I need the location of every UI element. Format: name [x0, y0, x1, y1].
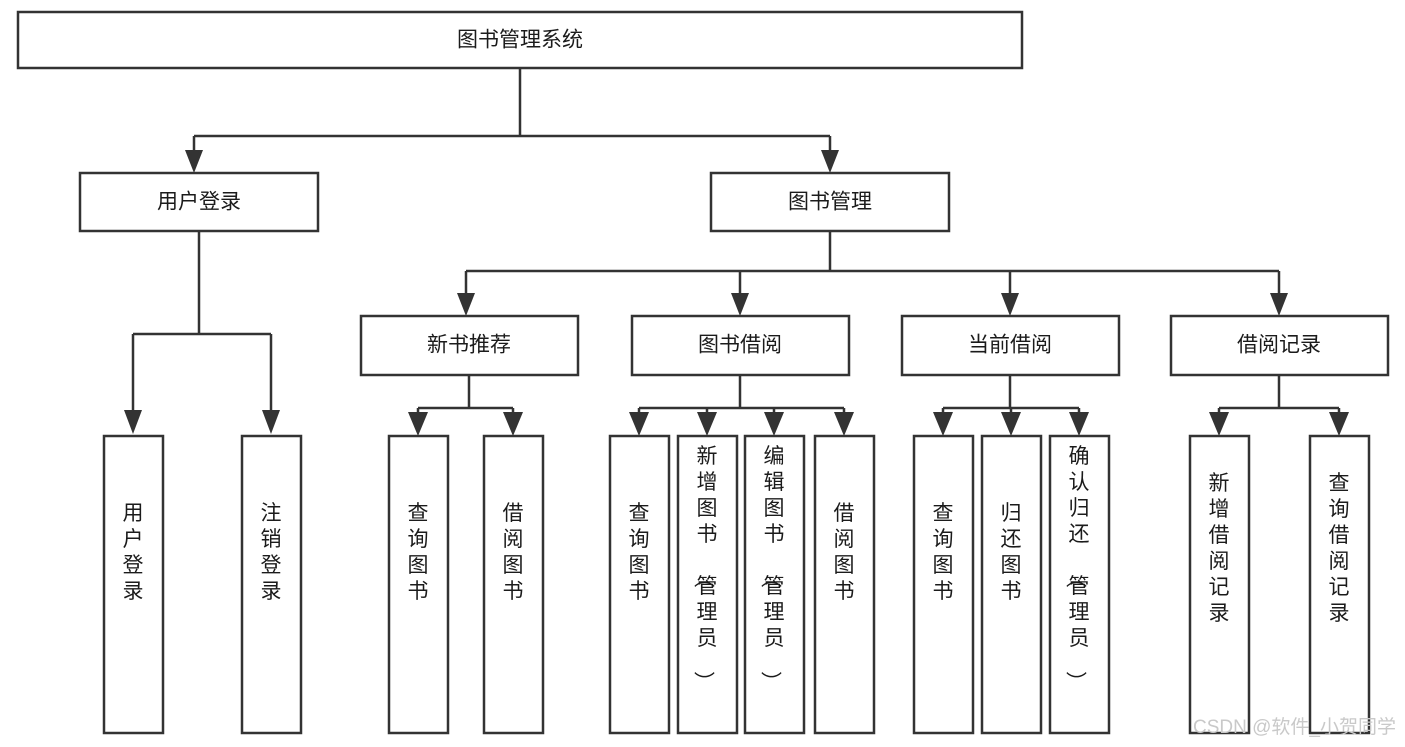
- node-leaf-add-book-admin-box[interactable]: [676, 434, 739, 735]
- node-new-book-recommend[interactable]: 新书推荐: [359, 314, 580, 377]
- node-book-management[interactable]: 图书管理: [709, 171, 951, 233]
- node-user-login-box[interactable]: [78, 171, 320, 233]
- node-leaf-user-login-label: 用户登录: [123, 502, 144, 603]
- node-leaf-edit-book-admin-box[interactable]: [743, 434, 806, 735]
- connector-group-book-borrow: [629, 375, 854, 436]
- node-new-book-recommend-box[interactable]: [359, 314, 580, 377]
- node-leaf-logout-login-box[interactable]: [240, 434, 303, 735]
- connector-group-borrow-record: [1209, 375, 1349, 436]
- node-leaf-borrow-book-2-label: 借阅图书: [834, 502, 855, 603]
- arrow-head-leaf-add-borrow-record: [1209, 412, 1229, 436]
- arrow-head-leaf-confirm-return-admin: [1069, 412, 1089, 436]
- node-book-borrow-box[interactable]: [630, 314, 851, 377]
- node-leaf-query-book-3-label: 查询图书: [933, 502, 954, 603]
- node-leaf-add-book-admin[interactable]: 新增图书（管理员）: [676, 434, 739, 735]
- node-user-login-label: 用户登录: [157, 191, 241, 214]
- connector-group-user-login: [124, 231, 280, 434]
- node-leaf-query-book-3[interactable]: 查询图书: [912, 434, 975, 735]
- node-leaf-query-book-1-label: 查询图书: [408, 502, 429, 603]
- arrow-head-leaf-query-book-1: [408, 412, 428, 436]
- arrow-head-leaf-query-book-3: [933, 412, 953, 436]
- arrow-head-user-login: [185, 150, 203, 173]
- connector-group-book-management: [457, 231, 1288, 316]
- node-book-borrow[interactable]: 图书借阅: [630, 314, 851, 377]
- node-leaf-logout-login[interactable]: 注销登录: [240, 434, 303, 735]
- node-root-box[interactable]: [16, 10, 1024, 70]
- node-leaf-user-login-box[interactable]: [102, 434, 165, 735]
- watermark-text: CSDN @软件_小贺同学: [1193, 716, 1396, 738]
- arrow-head-leaf-edit-book-admin: [764, 412, 784, 436]
- arrow-head-leaf-user-login: [124, 410, 142, 434]
- node-current-borrow[interactable]: 当前借阅: [900, 314, 1121, 377]
- node-leaf-add-borrow-record-box[interactable]: [1188, 434, 1251, 735]
- arrow-head-current-borrow: [1001, 293, 1019, 316]
- node-current-borrow-label: 当前借阅: [968, 334, 1052, 357]
- node-leaf-borrow-book-2-box[interactable]: [813, 434, 876, 735]
- arrow-head-leaf-query-book-2: [629, 412, 649, 436]
- node-book-management-box[interactable]: [709, 171, 951, 233]
- connector-group-root: [185, 68, 839, 173]
- node-current-borrow-box[interactable]: [900, 314, 1121, 377]
- node-leaf-add-book-admin-label: 新增图书（管理员）: [692, 445, 718, 692]
- node-leaf-confirm-return-admin-box[interactable]: [1048, 434, 1111, 735]
- node-user-login[interactable]: 用户登录: [78, 171, 320, 233]
- node-leaf-query-borrow-record[interactable]: 查询借阅记录: [1308, 434, 1371, 735]
- node-leaf-return-book-label: 归还图书: [1001, 502, 1022, 603]
- node-leaf-add-borrow-record-label: 新增借阅记录: [1209, 472, 1230, 625]
- arrow-head-new-book-recommend: [457, 293, 475, 316]
- node-leaf-query-book-2-box[interactable]: [608, 434, 671, 735]
- node-leaf-query-book-1[interactable]: 查询图书: [387, 434, 450, 735]
- node-leaf-borrow-book-1-label: 借阅图书: [503, 502, 524, 603]
- node-leaf-query-borrow-record-label: 查询借阅记录: [1329, 472, 1350, 625]
- node-leaf-query-book-2-label: 查询图书: [629, 502, 650, 603]
- node-root-label: 图书管理系统: [457, 29, 583, 52]
- node-borrow-record-box[interactable]: [1169, 314, 1390, 377]
- node-leaf-query-book-3-box[interactable]: [912, 434, 975, 735]
- node-leaf-query-book-1-box[interactable]: [387, 434, 450, 735]
- node-leaf-confirm-return-admin[interactable]: 确认归还（管理员）: [1048, 434, 1111, 735]
- arrow-head-borrow-record: [1270, 293, 1288, 316]
- arrow-head-leaf-logout-login: [262, 410, 280, 434]
- connector-group-new-book-recommend: [408, 375, 523, 436]
- node-leaf-edit-book-admin[interactable]: 编辑图书（管理员）: [743, 434, 806, 735]
- node-leaf-logout-login-label: 注销登录: [261, 502, 282, 603]
- node-leaf-user-login[interactable]: 用户登录: [102, 434, 165, 735]
- node-book-management-label: 图书管理: [788, 191, 872, 214]
- arrow-head-leaf-return-book: [1001, 412, 1021, 436]
- node-leaf-borrow-book-2[interactable]: 借阅图书: [813, 434, 876, 735]
- arrow-head-leaf-add-book-admin: [697, 412, 717, 436]
- node-leaf-confirm-return-admin-label: 确认归还（管理员）: [1064, 445, 1090, 692]
- node-leaf-query-borrow-record-box[interactable]: [1308, 434, 1371, 735]
- arrow-head-leaf-borrow-book-1: [503, 412, 523, 436]
- node-leaf-borrow-book-1-box[interactable]: [482, 434, 545, 735]
- arrow-head-book-management: [821, 150, 839, 173]
- node-leaf-borrow-book-1[interactable]: 借阅图书: [482, 434, 545, 735]
- node-root[interactable]: 图书管理系统: [16, 10, 1024, 70]
- arrow-head-book-borrow: [731, 293, 749, 316]
- node-leaf-add-borrow-record[interactable]: 新增借阅记录: [1188, 434, 1251, 735]
- node-borrow-record[interactable]: 借阅记录: [1169, 314, 1390, 377]
- arrow-head-leaf-borrow-book-2: [834, 412, 854, 436]
- node-leaf-query-book-2[interactable]: 查询图书: [608, 434, 671, 735]
- arrow-head-leaf-query-borrow-record: [1329, 412, 1349, 436]
- connector-group-current-borrow: [933, 375, 1089, 436]
- node-book-borrow-label: 图书借阅: [698, 334, 782, 357]
- node-leaf-edit-book-admin-label: 编辑图书（管理员）: [759, 445, 785, 692]
- node-leaf-return-book-box[interactable]: [980, 434, 1043, 735]
- node-borrow-record-label: 借阅记录: [1237, 334, 1321, 357]
- node-leaf-return-book[interactable]: 归还图书: [980, 434, 1043, 735]
- node-new-book-recommend-label: 新书推荐: [427, 334, 511, 357]
